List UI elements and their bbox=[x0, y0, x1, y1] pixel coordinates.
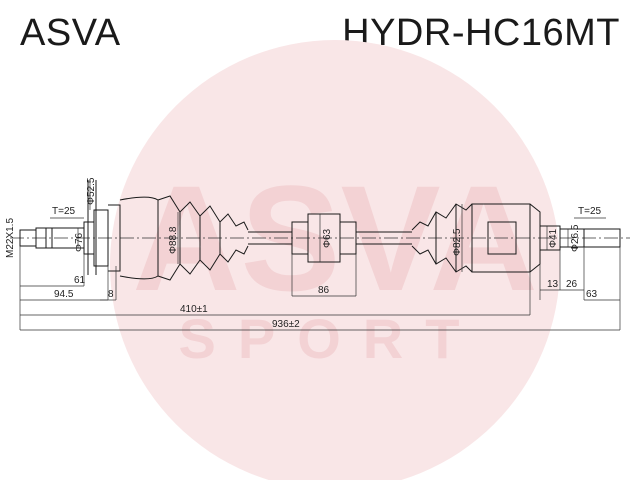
watermark-circle bbox=[110, 40, 560, 480]
half-length-label: 410±1 bbox=[180, 304, 208, 315]
left-boot-dia-label: Φ88.8 bbox=[168, 226, 179, 254]
right-shaft-dia-label: Φ26.5 bbox=[570, 224, 581, 252]
damper-dia-label: Φ63 bbox=[322, 228, 333, 248]
right-cup-dia-label: Φ41 bbox=[548, 228, 559, 248]
middle-shaft bbox=[248, 231, 412, 245]
left-spline-label: T=25 bbox=[52, 206, 76, 217]
len-63-label: 63 bbox=[586, 289, 598, 300]
len-61-label: 61 bbox=[74, 275, 86, 286]
left-cv-joint bbox=[83, 180, 159, 280]
watermark-sub-text: SPORT bbox=[179, 307, 482, 370]
brand-title: ASVA bbox=[20, 12, 121, 54]
damper-len-label: 86 bbox=[318, 285, 330, 296]
right-boot-dia-label: Φ82.5 bbox=[452, 228, 463, 256]
right-stub bbox=[559, 228, 621, 248]
left-shaft-dia-label: Φ76 bbox=[74, 232, 85, 252]
len-94-5-label: 94.5 bbox=[54, 289, 74, 300]
len-26-label: 26 bbox=[566, 279, 578, 290]
asva-sport-watermark: ASVA SPORT bbox=[110, 40, 560, 480]
len-13-label: 13 bbox=[547, 279, 559, 290]
dimension-lines bbox=[19, 180, 621, 331]
right-boot bbox=[411, 203, 473, 273]
thread-label: M22X1.5 bbox=[5, 218, 16, 258]
left-boot bbox=[157, 195, 249, 281]
total-length-label: 936±2 bbox=[272, 319, 300, 330]
dimension-labels: M22X1.5 T=25 T=25 Φ76 Φ52.5 Φ88.8 Φ63 Φ8… bbox=[5, 177, 602, 330]
len-8-label: 8 bbox=[108, 289, 114, 300]
right-spline-label: T=25 bbox=[578, 206, 602, 217]
left-flange-dia-label: Φ52.5 bbox=[86, 177, 97, 205]
